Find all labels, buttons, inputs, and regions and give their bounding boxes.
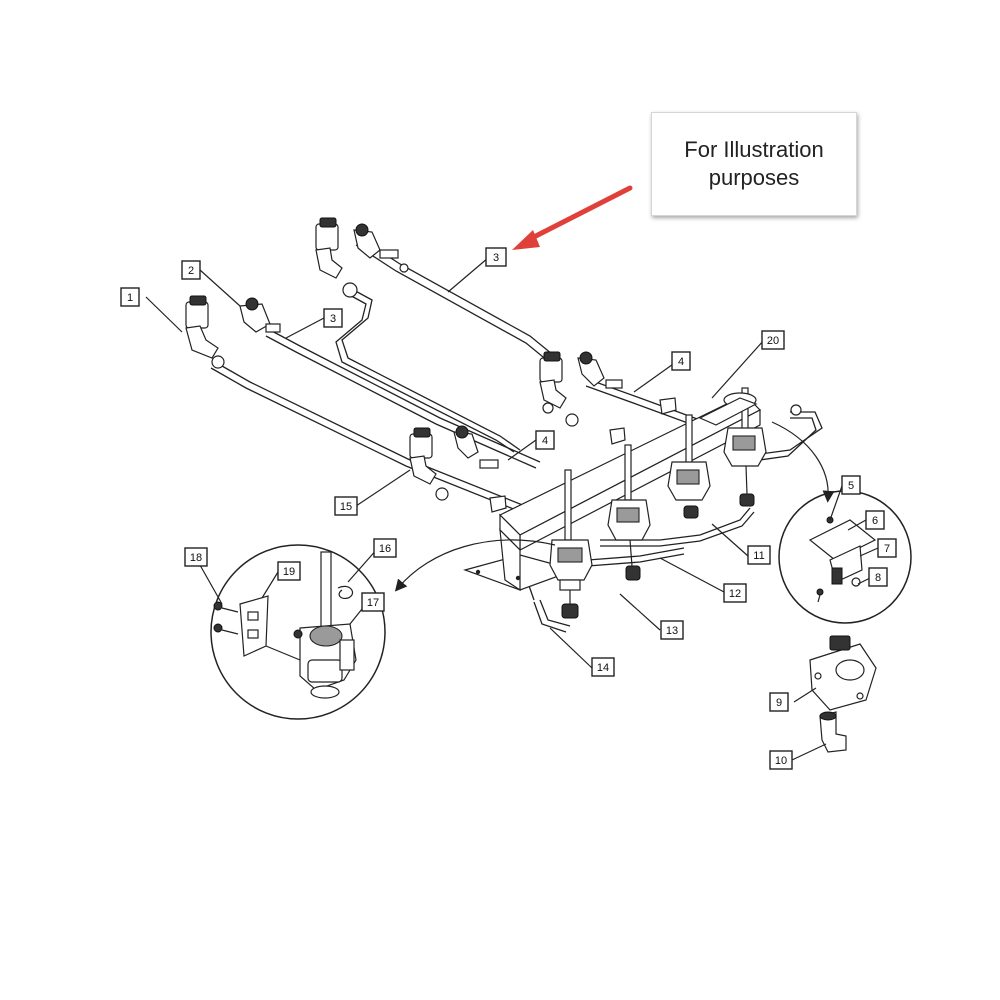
svg-text:15: 15 [340, 501, 352, 513]
svg-text:3: 3 [493, 252, 499, 264]
valve-detail-view [210, 544, 386, 720]
svg-text:7: 7 [884, 543, 890, 555]
callout-12: 12 [723, 583, 747, 603]
svg-text:13: 13 [666, 625, 678, 637]
callout-1: 1 [120, 287, 140, 307]
part-elbow [819, 711, 847, 753]
callout-16: 16 [373, 538, 397, 558]
red-pointer-arrow [512, 185, 633, 250]
svg-text:4: 4 [542, 435, 548, 447]
svg-text:12: 12 [729, 588, 741, 600]
svg-text:18: 18 [190, 552, 202, 564]
svg-text:3: 3 [330, 313, 336, 325]
svg-text:9: 9 [776, 697, 782, 709]
detail-arrows [394, 421, 835, 592]
svg-text:2: 2 [188, 265, 194, 277]
illustration-note-text: For Illustration purposes [684, 137, 824, 190]
callout-3-right: 3 [485, 247, 507, 267]
svg-text:10: 10 [775, 755, 787, 767]
svg-text:1: 1 [127, 292, 133, 304]
gas-pipes [210, 237, 823, 633]
callout-7: 7 [877, 538, 897, 558]
svg-text:14: 14 [597, 662, 609, 674]
callout-3-left: 3 [323, 308, 343, 328]
callout-9: 9 [769, 692, 789, 712]
illustration-note: For Illustration purposes [651, 112, 857, 216]
callout-4-center: 4 [535, 430, 555, 450]
svg-text:6: 6 [872, 515, 878, 527]
callout-20: 20 [761, 330, 785, 350]
callout-13: 13 [660, 620, 684, 640]
svg-text:20: 20 [767, 335, 779, 347]
pipe-fittings [185, 217, 802, 513]
callout-14: 14 [591, 657, 615, 677]
callout-11: 11 [747, 545, 771, 565]
callout-10: 10 [769, 750, 793, 770]
burner-valves [549, 387, 767, 619]
callout-17: 17 [361, 592, 385, 612]
part-callouts: 1 2 3 3 4 4 5 6 7 8 9 10 11 12 13 14 15 … [120, 247, 897, 770]
svg-text:8: 8 [875, 572, 881, 584]
callout-6: 6 [865, 510, 885, 530]
part-housing [809, 635, 877, 711]
callout-5: 5 [841, 475, 861, 495]
svg-text:11: 11 [753, 550, 764, 562]
callout-18: 18 [184, 547, 208, 567]
svg-text:19: 19 [283, 566, 295, 578]
svg-text:17: 17 [367, 597, 379, 609]
callout-8: 8 [868, 567, 888, 587]
svg-text:4: 4 [678, 356, 684, 368]
callout-4-right: 4 [671, 351, 691, 371]
svg-text:5: 5 [848, 480, 854, 492]
leader-lines [145, 257, 879, 761]
callout-2: 2 [181, 260, 201, 280]
callout-19: 19 [277, 561, 301, 581]
callout-15: 15 [334, 496, 358, 516]
svg-text:16: 16 [379, 543, 391, 555]
